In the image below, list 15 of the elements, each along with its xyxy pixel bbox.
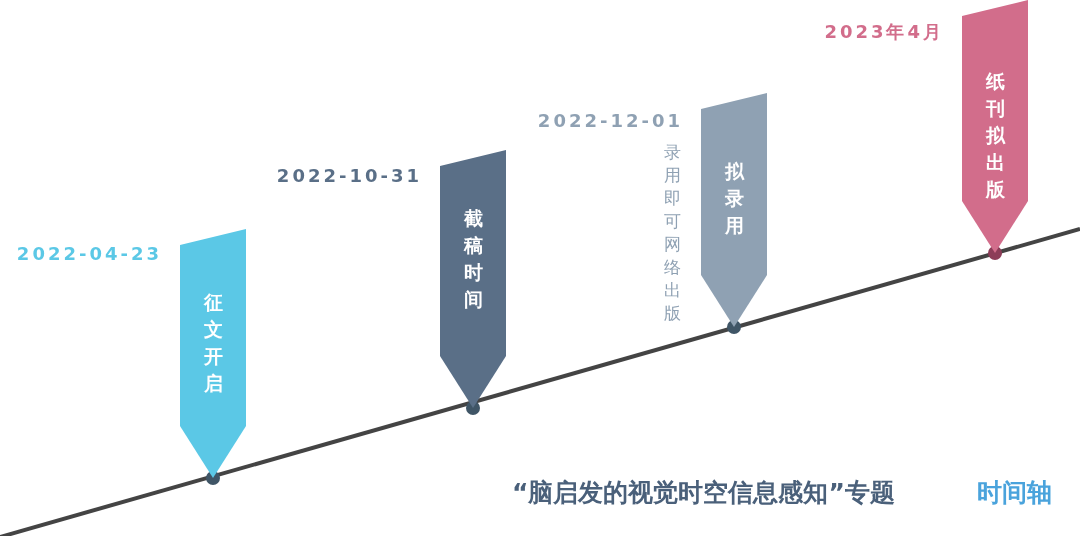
date-label: 2022-12-01 — [537, 110, 683, 131]
date-label: 2023年4月 — [824, 20, 944, 44]
banner-text: 拟录用 — [724, 159, 744, 238]
date-label: 2022-10-31 — [276, 165, 422, 186]
subtitle-text: 时间轴 — [977, 477, 1052, 509]
note-text: 录用即可网络出版 — [663, 141, 681, 325]
banner-flag — [962, 0, 1028, 253]
date-label: 2022-04-23 — [16, 243, 162, 264]
banner-text: 纸刊拟出版 — [985, 69, 1005, 202]
banner-text: 截稿时间 — [463, 206, 483, 312]
banner-text: 征文开启 — [203, 290, 223, 396]
banner-flag — [701, 93, 767, 327]
banner-flag — [180, 229, 246, 478]
title-text: “脑启发的视觉时空信息感知”专题 — [512, 477, 895, 509]
banner-flag — [440, 150, 506, 408]
